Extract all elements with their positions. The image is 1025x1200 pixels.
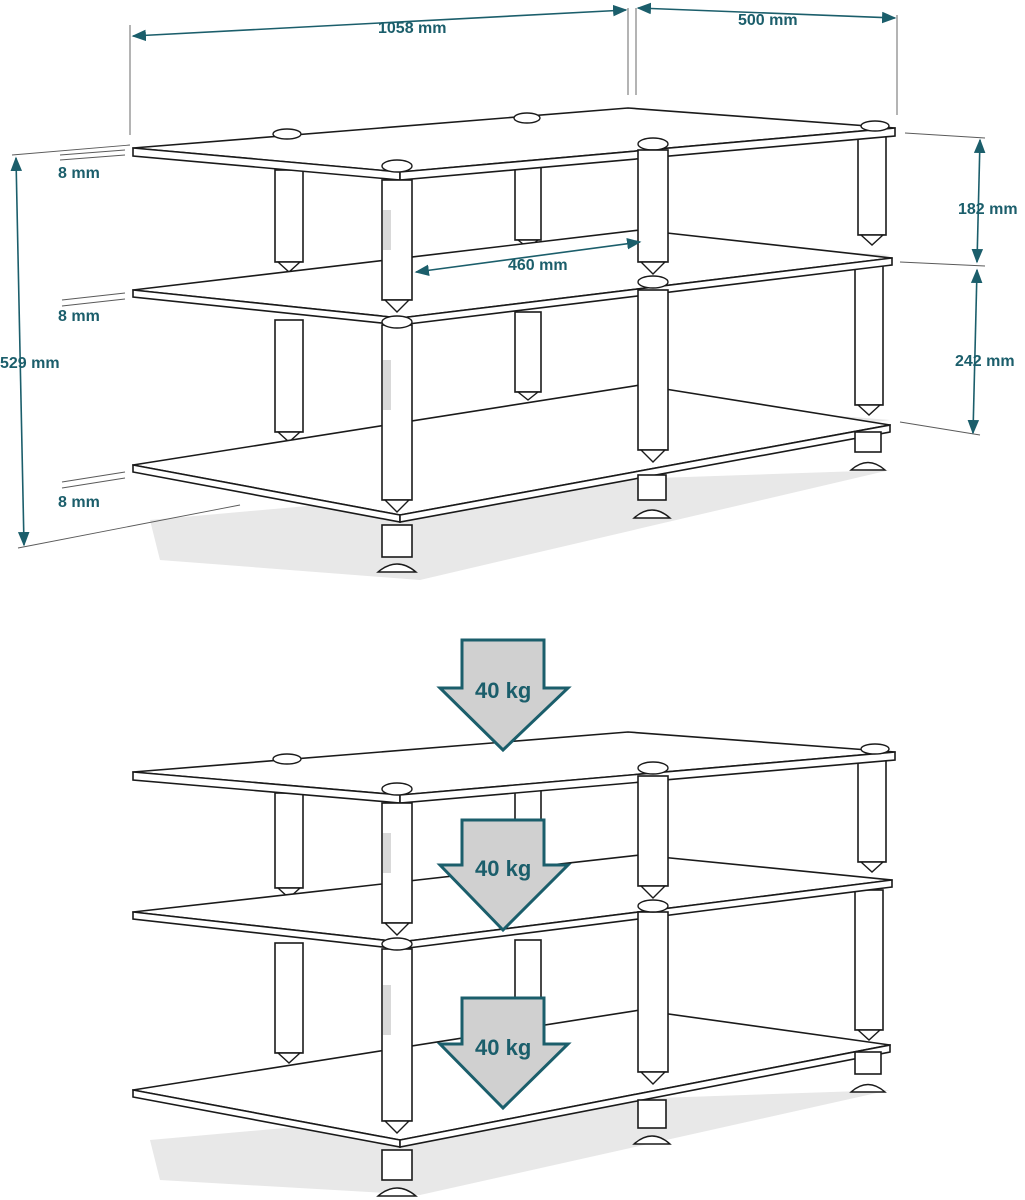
load-arrow-bottom: 40 kg: [436, 996, 572, 1111]
middle-load-label: 40 kg: [475, 856, 531, 881]
load-rated-rack: 40 kg 40 kg 40 kg: [132, 638, 896, 1197]
total-height-label: 529 mm: [0, 355, 60, 372]
back-legs: [274, 129, 887, 443]
bottom-shelf: [132, 384, 891, 523]
bottom-load-label: 40 kg: [475, 1035, 531, 1060]
middle-shelf: [132, 229, 893, 326]
dimension-lines: [10, 2, 986, 549]
front-legs-upper-figure: [381, 775, 669, 951]
front-legs-upper: [381, 149, 669, 329]
top-load-label: 40 kg: [475, 678, 531, 703]
top-shelf-thickness-label: 8 mm: [58, 165, 100, 182]
load-arrow-middle: 40 kg: [436, 818, 572, 933]
inner-span-label: 460 mm: [508, 257, 568, 274]
bottom-spacing-label: 242 mm: [955, 353, 1015, 370]
depth-label: 500 mm: [738, 12, 798, 29]
middle-shelf-thickness-label: 8 mm: [58, 308, 100, 325]
front-legs-lower: [376, 289, 887, 573]
floor-shadow: [150, 470, 890, 580]
dimensioned-rack: 1058 mm 500 mm 529 mm 8 mm 8 mm 8 mm 182…: [0, 2, 1018, 580]
top-shelf: [132, 107, 896, 181]
bottom-shelf-thickness-label: 8 mm: [58, 494, 100, 511]
load-arrow-top: 40 kg: [436, 638, 572, 753]
top-shelf-lower-figure: [132, 731, 896, 804]
width-label: 1058 mm: [378, 20, 447, 37]
top-spacing-label: 182 mm: [958, 201, 1018, 218]
front-legs-lower-figure: [376, 911, 887, 1197]
